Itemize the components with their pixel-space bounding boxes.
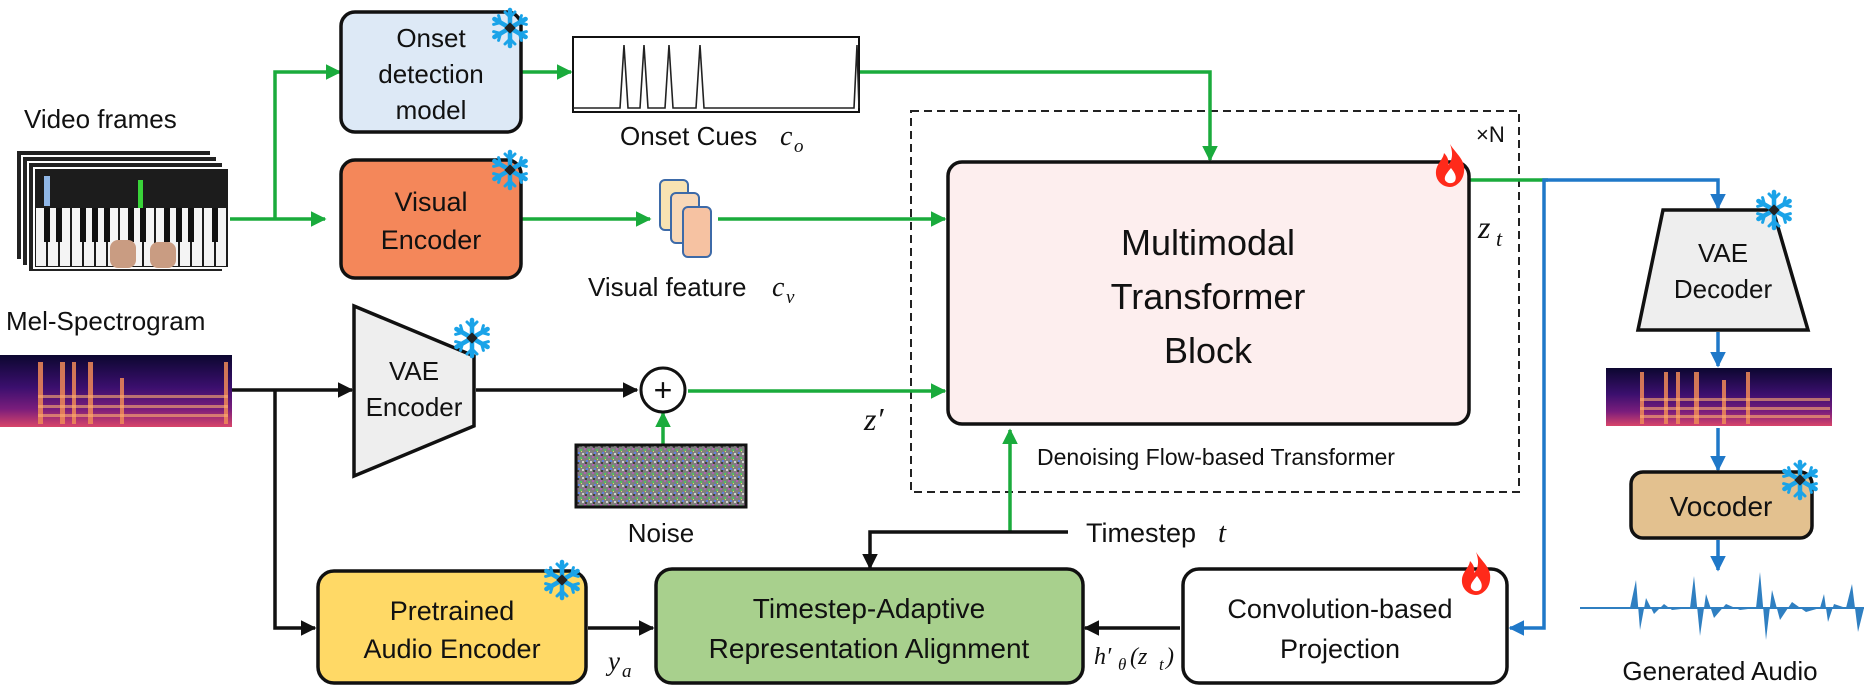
transformer-line-1: Multimodal <box>1121 222 1295 263</box>
visual-feature-label: Visual feature <box>588 272 747 302</box>
h-theta-arg: (z <box>1130 644 1148 670</box>
timestep-label: Timestep <box>1086 518 1196 548</box>
transformer-line-2: Transformer <box>1111 276 1306 317</box>
vocoder-label: Vocoder <box>1670 491 1773 522</box>
generated-audio-waveform <box>1580 572 1864 640</box>
visual-feature-var: c <box>772 272 785 303</box>
repeat-label: ×N <box>1476 122 1505 147</box>
flow-transformer-container <box>910 110 1520 493</box>
arrow-zt-to-projection <box>1508 178 1548 636</box>
vae-decoder-trapezoid <box>1635 208 1811 332</box>
onset-model-line-1: Onset <box>396 23 466 53</box>
vae-encoder-line-2: Encoder <box>366 392 463 422</box>
onset-model-line-3: model <box>396 95 467 125</box>
arrow-timestep-to-tara <box>862 530 1068 570</box>
onset-cues-var: c <box>780 121 793 152</box>
onset-detection-model-box <box>339 10 523 134</box>
y-a-sub: a <box>622 661 632 682</box>
noise-label: Noise <box>628 518 694 548</box>
tara-line-1: Timestep-Adaptive <box>753 593 985 624</box>
add-node <box>639 366 687 414</box>
snowflake-icon <box>456 320 489 356</box>
visual-feature-icon <box>659 179 712 258</box>
vae-decoder-line-1: VAE <box>1698 238 1748 268</box>
h-theta-sub: θ <box>1118 655 1126 674</box>
flame-icon <box>1435 144 1465 187</box>
h-theta-close: ) <box>1164 644 1174 670</box>
z-prime-label: z′ <box>863 401 884 437</box>
video-frames-thumbnail <box>15 149 230 273</box>
onset-cues-label: Onset Cues <box>620 121 757 151</box>
tara-line-2: Representation Alignment <box>709 633 1030 664</box>
video-frames-label: Video frames <box>24 104 177 134</box>
h-theta-label: h′ θ (z t ) <box>1094 644 1174 674</box>
conv-projection-box <box>1181 567 1509 685</box>
onset-model-line-2: detection <box>378 59 484 89</box>
vocoder-box <box>1629 470 1814 540</box>
visual-encoder-line-1: Visual <box>394 187 467 217</box>
arrow-zt-to-vae-decoder <box>1548 178 1726 210</box>
pretrained-encoder-line-2: Audio Encoder <box>363 634 540 664</box>
pretrained-audio-encoder-box <box>316 569 588 685</box>
y-a-label: y <box>605 646 620 676</box>
transformer-line-3: Block <box>1164 330 1253 371</box>
visual-encoder-box <box>339 158 523 280</box>
h-theta-arg-sub: t <box>1159 655 1165 674</box>
noise-image <box>574 443 748 509</box>
arrow-cues-to-transformer <box>860 70 1218 162</box>
connectors <box>215 64 1726 636</box>
arrow-mel-to-pretrained-encoder <box>273 390 317 636</box>
onset-cues-var-sub: o <box>794 136 804 157</box>
z-t-label: z <box>1477 209 1491 245</box>
conv-projection-line-1: Convolution-based <box>1227 594 1452 624</box>
mel-spectrogram-label: Mel-Spectrogram <box>6 306 205 336</box>
generated-audio-label: Generated Audio <box>1622 656 1817 686</box>
timestep-var: t <box>1218 517 1227 549</box>
add-node-symbol: + <box>654 372 673 408</box>
multimodal-transformer-block <box>946 160 1471 426</box>
mel-spectrogram-input <box>0 355 232 427</box>
arrow-frames-to-onset-model <box>273 64 342 219</box>
vae-encoder-trapezoid <box>352 303 476 479</box>
conv-projection-line-2: Projection <box>1280 634 1400 664</box>
z-t-sub: t <box>1496 226 1503 251</box>
flow-transformer-label: Denoising Flow-based Transformer <box>1037 444 1395 470</box>
tara-box <box>654 567 1085 685</box>
visual-encoder-line-2: Encoder <box>381 225 482 255</box>
vae-encoder-line-1: VAE <box>389 356 439 386</box>
mel-spectrogram-output <box>1606 368 1832 426</box>
h-theta-main: h′ <box>1094 644 1112 670</box>
visual-feature-var-sub: v <box>786 287 795 308</box>
vae-decoder-line-2: Decoder <box>1674 274 1773 304</box>
flame-icon <box>1461 552 1491 595</box>
pretrained-encoder-line-1: Pretrained <box>390 596 515 626</box>
onset-cues-plot <box>572 36 860 113</box>
